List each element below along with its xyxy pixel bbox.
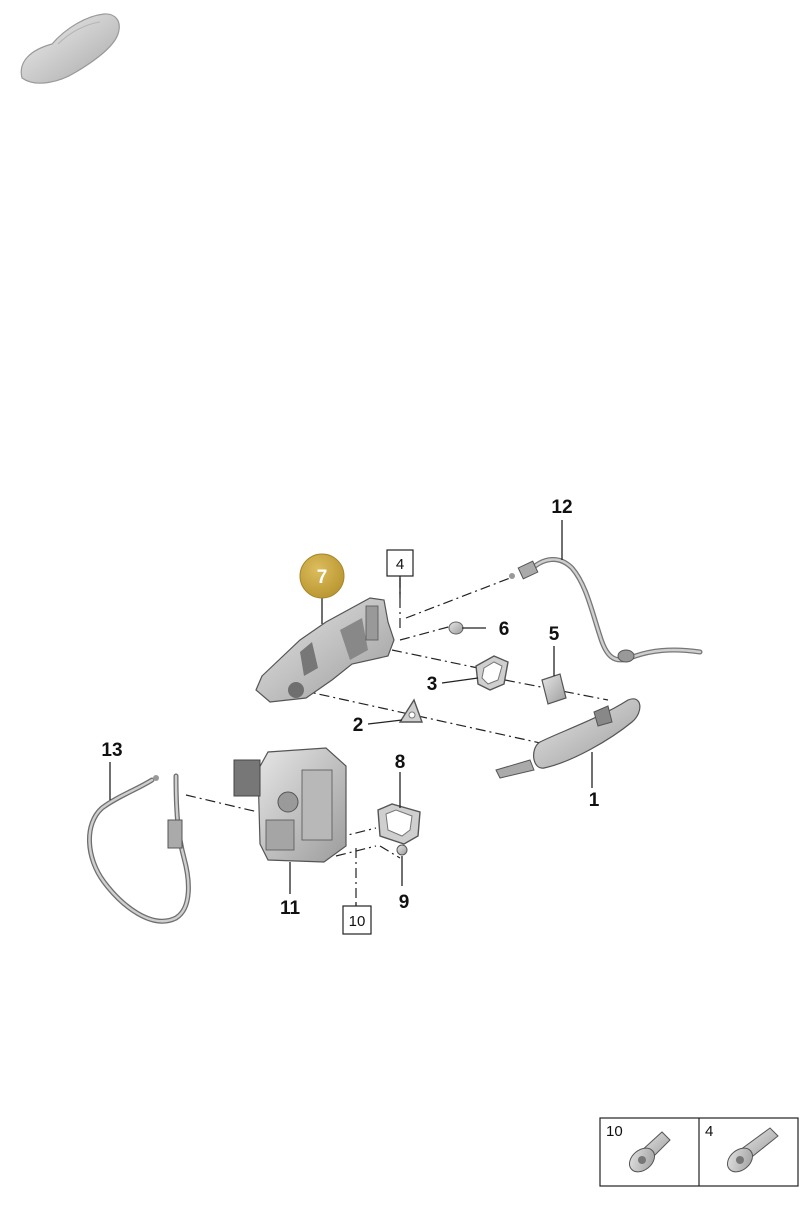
callout-6[interactable]: 6 <box>499 619 510 640</box>
part-handle-carrier <box>255 597 395 703</box>
legend-label-10: 10 <box>606 1123 623 1140</box>
callout-10-label: 10 <box>349 913 366 930</box>
callout-10-box[interactable]: 10 <box>342 905 372 935</box>
assembly-lines <box>185 577 609 900</box>
screw-legend: 10 4 <box>599 1117 799 1187</box>
screw-4-icon <box>726 1127 779 1173</box>
part-release-cable <box>509 557 703 663</box>
callout-12[interactable]: 12 <box>551 497 572 518</box>
legend-label-4: 4 <box>705 1123 713 1140</box>
part-door-handle <box>495 698 641 779</box>
callout-7-label: 7 <box>317 567 328 588</box>
callout-5[interactable]: 5 <box>549 624 560 645</box>
part-bowden-cable <box>87 773 191 924</box>
callout-4-label: 4 <box>396 556 404 573</box>
callout-13[interactable]: 13 <box>101 740 122 761</box>
leader-lines <box>109 520 593 906</box>
callout-7-highlight[interactable]: 7 <box>299 553 345 599</box>
car-silhouette-icon <box>20 13 120 84</box>
screw-10-icon <box>628 1131 671 1173</box>
callout-11[interactable]: 11 <box>280 898 301 919</box>
part-gasket-front <box>475 655 509 691</box>
callout-3[interactable]: 3 <box>427 674 438 695</box>
callout-8[interactable]: 8 <box>395 752 406 773</box>
part-cap <box>541 673 567 705</box>
callout-2[interactable]: 2 <box>353 715 364 736</box>
callout-1[interactable]: 1 <box>589 790 600 811</box>
part-door-lock <box>233 747 347 863</box>
part-lock-seal <box>377 803 421 845</box>
part-plug <box>448 621 464 635</box>
callout-4-box[interactable]: 4 <box>386 549 414 577</box>
part-bolt <box>396 844 408 856</box>
callout-9[interactable]: 9 <box>399 892 410 913</box>
part-gasket-rear <box>398 698 423 723</box>
